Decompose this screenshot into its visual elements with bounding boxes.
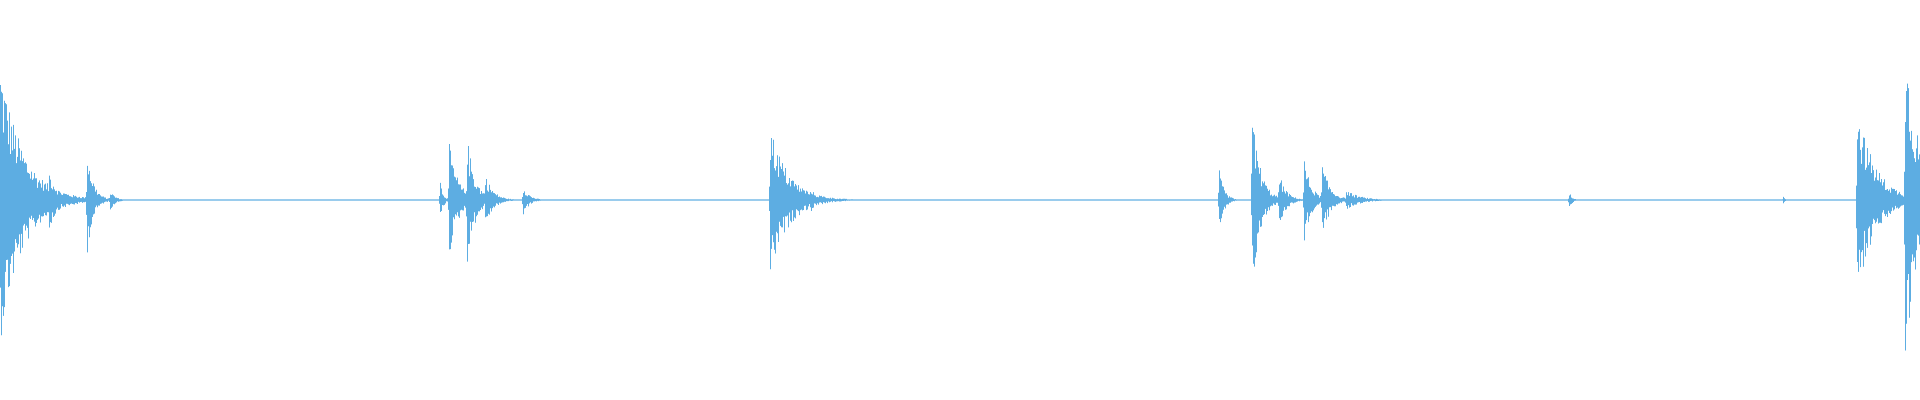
waveform-samples bbox=[0, 83, 1920, 351]
